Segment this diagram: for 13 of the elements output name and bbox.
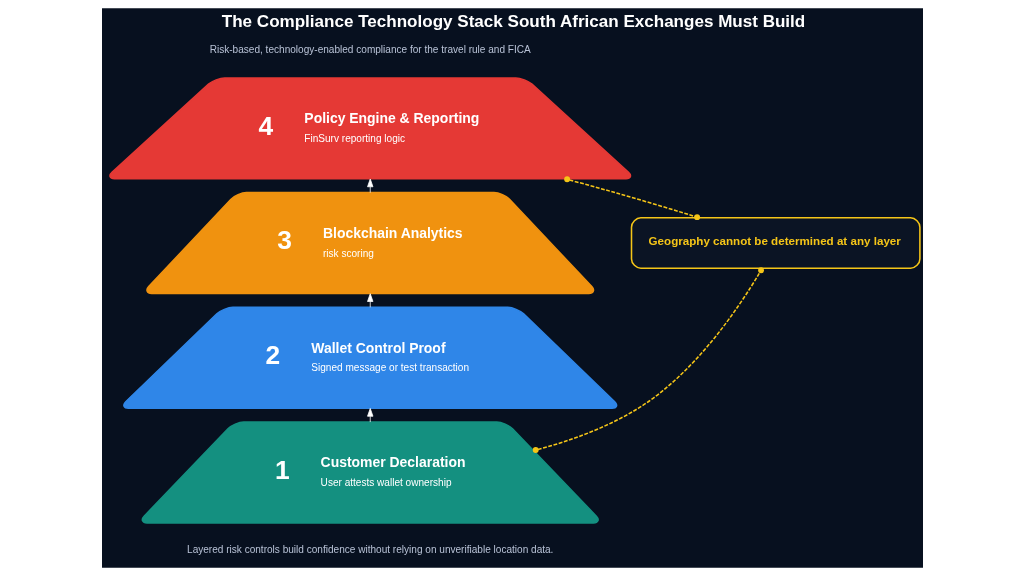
arrow bbox=[366, 293, 373, 308]
node-ellipse: 3 Blockchain Analytics risk scoring bbox=[145, 191, 594, 295]
node-ellipse: 4 Policy Engine & Reporting FinSurv reporting logic bbox=[108, 77, 631, 180]
arrow bbox=[366, 408, 373, 423]
connector bbox=[532, 267, 764, 453]
arrow bbox=[366, 178, 373, 193]
label: Risk-based, technology-enabled compliance for the travel rule and FICA bbox=[209, 43, 531, 55]
node-ellipse: 1 Customer Declaration User attests wallet ownership bbox=[141, 421, 599, 524]
connector bbox=[563, 176, 700, 221]
node-ellipse: 2 Wallet Control Proof Signed message or test transaction bbox=[122, 306, 617, 409]
caption: Layered risk controls build confidence without relying on unverifiable location data. bbox=[186, 544, 553, 556]
node-box: Geography cannot be determined at any layer bbox=[630, 217, 921, 269]
diagram-title: The Compliance Technology Stack South African Exchanges Must Build bbox=[221, 12, 805, 32]
